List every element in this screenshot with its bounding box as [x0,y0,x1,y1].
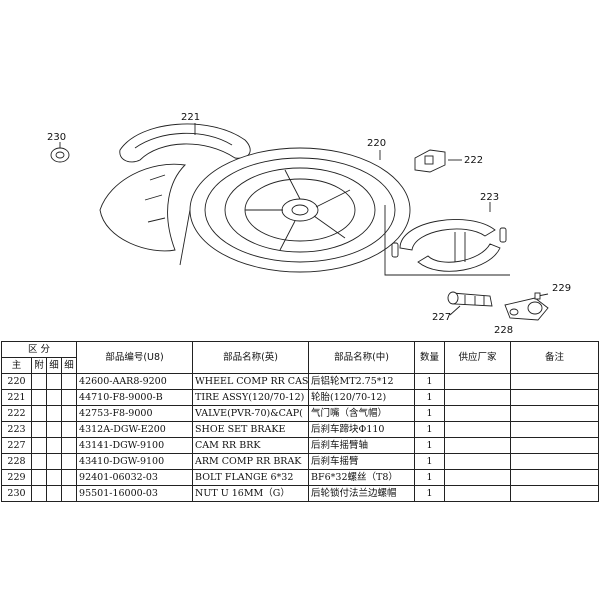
row-part-number: 44710-F8-9000-B [76,389,194,406]
row-qty: 1 [414,373,446,390]
header-part-number: 部品编号(U8) [76,341,194,374]
row-part-number: 95501-16000-03 [76,485,194,502]
row-name-cn: 后刹车蹄块Φ110 [308,421,416,438]
row-name-en: CAM RR BRK [192,437,310,454]
row-name-cn: 后轮锁付法兰边螺帽 [308,485,416,502]
header-sub1: 附 [31,357,47,374]
row-name-en: TIRE ASSY(120/70-12) [192,389,310,406]
row-name-en: ARM COMP RR BRAK [192,453,310,470]
arm-228-drawing [504,297,549,321]
row-name-cn: 后刹车摇臂 [308,453,416,470]
valve-222-drawing [414,149,462,173]
header-category: 区 分 [0,341,78,358]
row-ref: 223 [1,421,32,438]
row-name-en: WHEEL COMP RR CAS [192,373,310,390]
row-qty: 1 [414,389,446,406]
table-row: 228 43410-DGW-9100 ARM COMP RR BRAK 后刹车摇… [1,453,600,470]
row-qty: 1 [414,437,446,454]
table-row: 220 42600-AAR8-9200 WHEEL COMP RR CAS 后铝… [1,373,600,390]
row-qty: 1 [414,453,446,470]
row-part-number: 4312A-DGW-E200 [76,421,194,438]
header-name-cn: 部品名称(中) [308,341,416,374]
callout-223: 223 [480,192,499,203]
row-name-cn: 后刹车摇臂轴 [308,437,416,454]
row-ref: 221 [1,389,32,406]
row-name-en: NUT U 16MM（G） [192,485,310,502]
table-row: 222 42753-F8-9000 VALVE(PVR-70)&CAP( 气门嘴… [1,405,600,422]
row-ref: 220 [1,373,32,390]
row-qty: 1 [414,405,446,422]
nut-230-drawing [50,142,70,163]
header-sub2: 细 [46,357,62,374]
row-ref: 222 [1,405,32,422]
row-name-en: BOLT FLANGE 6*32 [192,469,310,486]
callout-229: 229 [552,283,571,294]
row-ref: 227 [1,437,32,454]
row-ref: 229 [1,469,32,486]
header-quantity: 数量 [414,341,446,374]
tire-221-drawing [99,123,251,252]
row-name-en: SHOE SET BRAKE [192,421,310,438]
row-part-number: 43141-DGW-9100 [76,437,194,454]
table-row: 227 43141-DGW-9100 CAM RR BRK 后刹车摇臂轴 1 [1,437,600,454]
callout-230: 230 [47,132,66,143]
callout-227: 227 [432,312,451,323]
table-header-row-1: 区 分 部品编号(U8) 部品名称(英) 部品名称(中) 数量 供应厂家 备注 [0,341,600,374]
row-name-cn: 轮胎(120/70-12) [308,389,416,406]
callout-222: 222 [464,155,483,166]
row-part-number: 42753-F8-9000 [76,405,194,422]
header-remark: 备注 [510,341,600,374]
row-name-cn: 气门嘴（含气帽） [308,405,416,422]
header-sub3: 细 [60,357,78,374]
cam-227-drawing [447,291,493,307]
brake-shoe-223-drawing [384,205,510,276]
table-row: 221 44710-F8-9000-B TIRE ASSY(120/70-12)… [1,389,600,406]
wheel-220-drawing [179,147,411,273]
exploded-parts-diagram: 230 221 220 222 [47,112,571,336]
callout-228: 228 [494,325,513,336]
header-supplier: 供应厂家 [444,341,512,374]
header-main: 主 [1,357,32,374]
row-qty: 1 [414,421,446,438]
row-part-number: 43410-DGW-9100 [76,453,194,470]
table-row: 230 95501-16000-03 NUT U 16MM（G） 后轮锁付法兰边… [1,485,600,502]
row-name-en: VALVE(PVR-70)&CAP( [192,405,310,422]
row-part-number: 42600-AAR8-9200 [76,373,194,390]
row-part-number: 92401-06032-03 [76,469,194,486]
table-row: 229 92401-06032-03 BOLT FLANGE 6*32 BF6*… [1,469,600,486]
parts-list-table: 区 分 部品编号(U8) 部品名称(英) 部品名称(中) 数量 供应厂家 备注 … [0,341,600,502]
callout-220: 220 [367,138,386,149]
header-name-en: 部品名称(英) [192,341,310,374]
row-name-cn: BF6*32螺丝（T8） [308,469,416,486]
row-ref: 230 [1,485,32,502]
row-qty: 1 [414,485,446,502]
callout-221: 221 [181,112,200,123]
bolt-229-drawing [534,292,549,300]
row-ref: 228 [1,453,32,470]
row-name-cn: 后铝轮MT2.75*12 [308,373,416,390]
row-qty: 1 [414,469,446,486]
table-row: 223 4312A-DGW-E200 SHOE SET BRAKE 后刹车蹄块Φ… [1,421,600,438]
